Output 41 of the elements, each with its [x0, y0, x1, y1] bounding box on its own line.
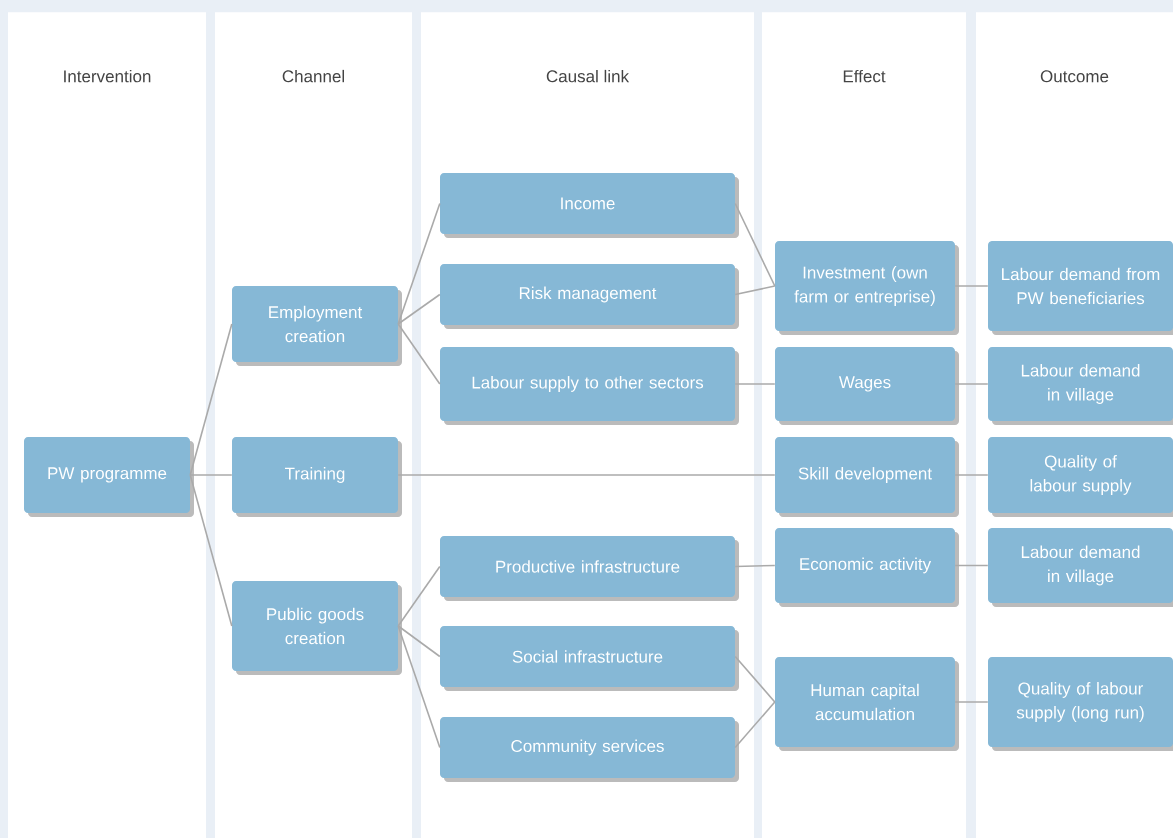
connector-line: [734, 655, 776, 703]
process-box: Economic activity: [775, 528, 959, 607]
connector-line: [397, 202, 441, 325]
connector-line: [734, 701, 776, 749]
process-box: Quality of labour supply (long run): [988, 657, 1173, 751]
connector-line: [954, 701, 989, 703]
connector-line: [954, 285, 989, 287]
process-box: Risk management: [440, 264, 739, 329]
process-box: Labour demand in village: [988, 347, 1173, 425]
connector-line: [189, 474, 233, 627]
process-box: PW programme: [24, 437, 194, 517]
connector-line: [397, 625, 441, 749]
connector-line: [954, 564, 989, 567]
process-box: Income: [440, 173, 739, 238]
process-box: Social infrastructure: [440, 626, 739, 691]
connector-line: [954, 474, 989, 476]
connector-line: [397, 565, 441, 627]
process-box: Public goods creation: [232, 581, 402, 675]
connector-line: [734, 285, 776, 296]
process-box: Wages: [775, 347, 959, 425]
process-box: Labour demand from PW beneficiaries: [988, 241, 1173, 335]
process-box: Community services: [440, 717, 739, 782]
process-box: Labour demand in village: [988, 528, 1173, 607]
connector-line: [397, 474, 776, 476]
connector-line: [954, 383, 989, 385]
process-box: Investment (own farm or entreprise): [775, 241, 959, 335]
connector-line: [397, 323, 441, 385]
connector-line: [189, 323, 233, 476]
connector-line: [397, 293, 441, 325]
process-box: Quality of labour supply: [988, 437, 1173, 517]
connector-line: [189, 474, 233, 476]
process-box: Labour supply to other sectors: [440, 347, 739, 425]
connector-line: [734, 564, 776, 568]
connector-line: [397, 625, 441, 658]
connector-line: [734, 383, 776, 385]
process-box: Human capital accumulation: [775, 657, 959, 751]
process-box: Employment creation: [232, 286, 402, 366]
process-box: Productive infrastructure: [440, 536, 739, 601]
process-box: Training: [232, 437, 402, 517]
connector-line: [734, 202, 776, 287]
process-box: Skill development: [775, 437, 959, 517]
